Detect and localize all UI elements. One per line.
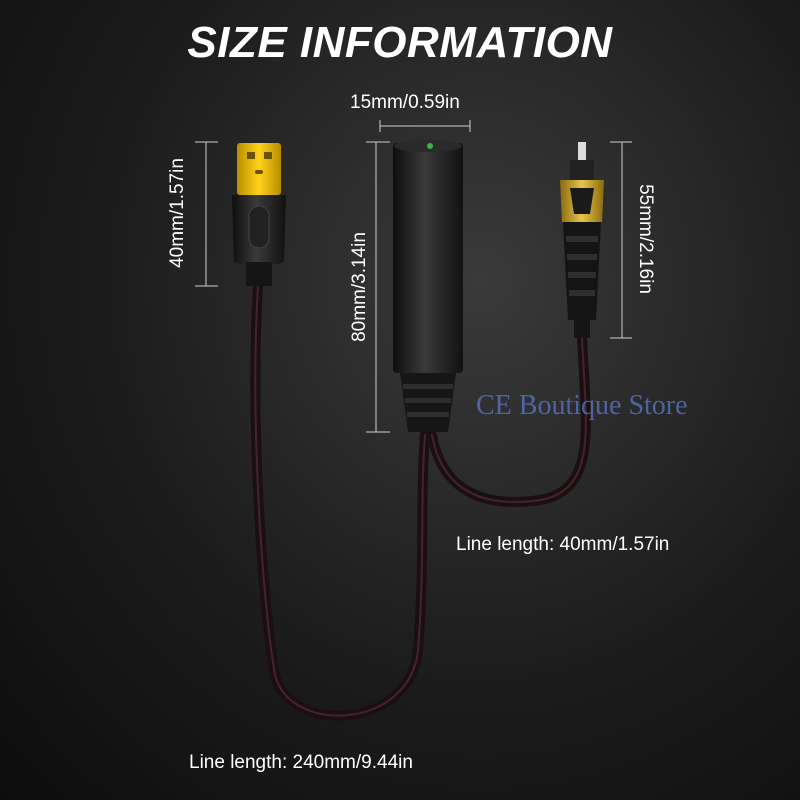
cables [250,280,591,721]
adapter-body [393,140,463,432]
toslink-height-label: 55mm/2.16in [635,184,656,294]
page-title: SIZE INFORMATION [187,18,613,67]
body-width-label: 15mm/0.59in [350,92,460,113]
short-line-length-label: Line length: 40mm/1.57in [456,534,670,555]
store-watermark: CE Boutique Store [476,390,688,421]
usb-height-label: 40mm/1.57in [167,158,188,268]
dimension-guides [195,120,632,433]
long-line-length-label: Line length: 240mm/9.44in [189,752,413,773]
body-height-label: 80mm/3.14in [349,232,370,342]
usb-plug [232,143,286,286]
toslink-plug [560,142,604,338]
